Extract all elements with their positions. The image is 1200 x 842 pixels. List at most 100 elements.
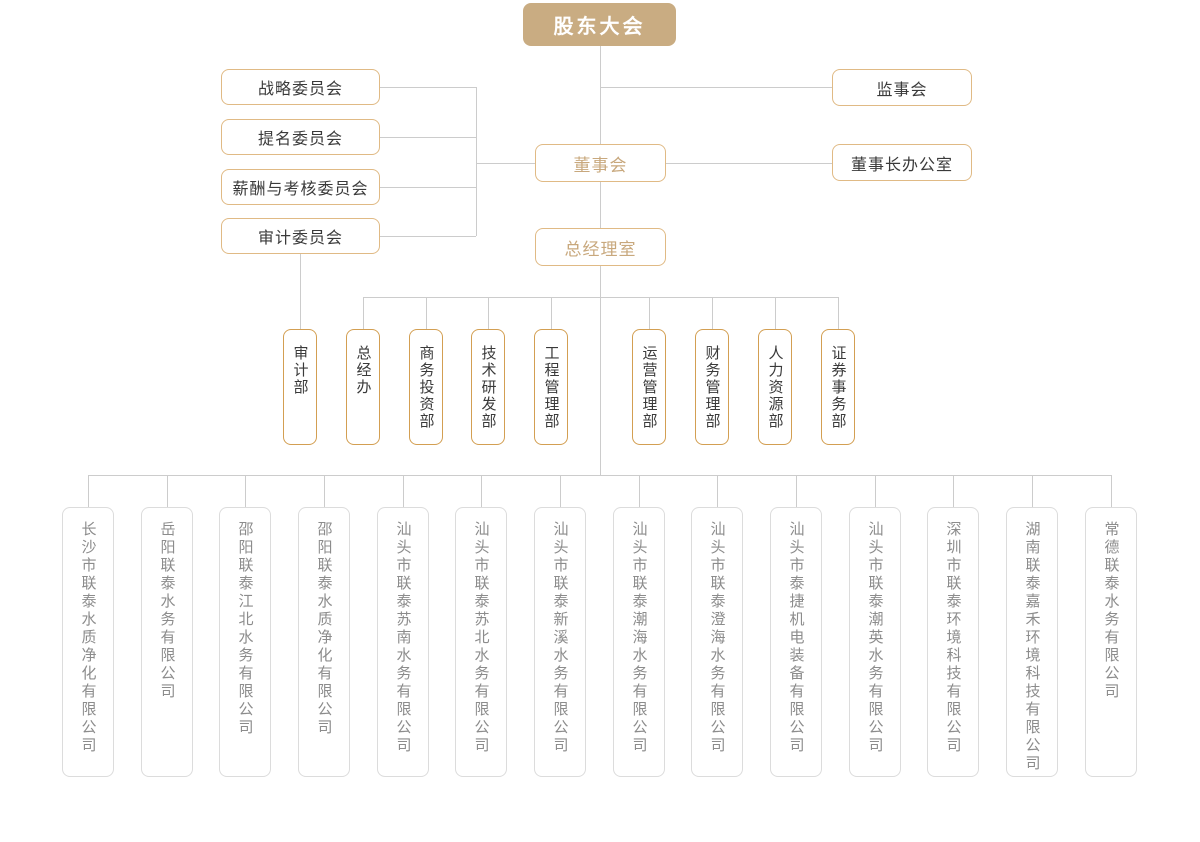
org-node-subsidiary: 汕头市联泰潮海水务有限公司 bbox=[613, 507, 665, 777]
org-node-subsidiary: 湖南联泰嘉禾环境科技有限公司 bbox=[1006, 507, 1058, 777]
org-node-subsidiary: 汕头市联泰苏南水务有限公司 bbox=[377, 507, 429, 777]
node-label: 邵阳联泰江北水务有限公司 bbox=[236, 521, 254, 737]
connector bbox=[600, 182, 601, 228]
node-label: 技术研发部 bbox=[479, 345, 497, 430]
org-node-audit-committee: 审计委员会 bbox=[221, 218, 380, 254]
node-label: 董事会 bbox=[573, 155, 628, 175]
org-node-subsidiary: 邵阳联泰江北水务有限公司 bbox=[219, 507, 271, 777]
connector bbox=[1111, 475, 1112, 507]
node-label: 总经办 bbox=[354, 345, 372, 396]
connector bbox=[666, 163, 832, 164]
connector bbox=[426, 297, 427, 329]
node-label: 薪酬与考核委员会 bbox=[232, 181, 369, 198]
org-node-supervisory-board: 监事会 bbox=[832, 69, 972, 106]
connector bbox=[796, 475, 797, 507]
connector bbox=[481, 475, 482, 507]
org-node-subsidiary: 汕头市泰捷机电装备有限公司 bbox=[770, 507, 822, 777]
connector bbox=[245, 475, 246, 507]
node-label: 董事长办公室 bbox=[850, 156, 953, 174]
node-label: 汕头市联泰新溪水务有限公司 bbox=[551, 521, 569, 755]
org-node-operations-mgmt-dept: 运营管理部 bbox=[632, 329, 666, 445]
connector bbox=[1032, 475, 1033, 507]
node-label: 深圳市联泰环境科技有限公司 bbox=[944, 521, 962, 755]
node-label: 汕头市联泰苏南水务有限公司 bbox=[394, 521, 412, 755]
node-label: 工程管理部 bbox=[542, 345, 560, 430]
node-label: 岳阳联泰水务有限公司 bbox=[158, 521, 176, 701]
connector bbox=[380, 87, 476, 88]
connector bbox=[167, 475, 168, 507]
connector bbox=[551, 297, 552, 329]
org-node-gm-admin-office: 总经办 bbox=[346, 329, 380, 445]
connector bbox=[838, 297, 839, 329]
node-label: 财务管理部 bbox=[703, 345, 721, 430]
connector bbox=[88, 475, 89, 507]
org-node-subsidiary: 汕头市联泰新溪水务有限公司 bbox=[534, 507, 586, 777]
node-label: 常德联泰水务有限公司 bbox=[1102, 521, 1120, 701]
org-node-subsidiary: 汕头市联泰潮英水务有限公司 bbox=[849, 507, 901, 777]
org-node-subsidiary: 汕头市联泰澄海水务有限公司 bbox=[691, 507, 743, 777]
node-label: 人力资源部 bbox=[766, 345, 784, 430]
org-node-chairman-office: 董事长办公室 bbox=[832, 144, 972, 181]
connector bbox=[363, 297, 364, 329]
org-node-audit-dept: 审计部 bbox=[283, 329, 317, 445]
connector bbox=[363, 297, 838, 298]
org-node-subsidiary: 岳阳联泰水务有限公司 bbox=[141, 507, 193, 777]
org-node-tech-rd-dept: 技术研发部 bbox=[471, 329, 505, 445]
connector bbox=[600, 87, 832, 88]
org-node-finance-mgmt-dept: 财务管理部 bbox=[695, 329, 729, 445]
node-label: 总经理室 bbox=[564, 239, 637, 259]
node-label: 长沙市联泰水质净化有限公司 bbox=[79, 521, 97, 755]
org-node-subsidiary: 邵阳联泰水质净化有限公司 bbox=[298, 507, 350, 777]
node-label: 监事会 bbox=[876, 81, 928, 99]
node-label: 湖南联泰嘉禾环境科技有限公司 bbox=[1023, 521, 1041, 773]
node-label: 汕头市联泰苏北水务有限公司 bbox=[472, 521, 490, 755]
org-node-securities-affairs-dept: 证券事务部 bbox=[821, 329, 855, 445]
connector bbox=[639, 475, 640, 507]
node-label: 汕头市联泰潮英水务有限公司 bbox=[866, 521, 884, 755]
connector bbox=[649, 297, 650, 329]
connector bbox=[875, 475, 876, 507]
connector bbox=[712, 297, 713, 329]
node-label: 股东大会 bbox=[553, 16, 646, 38]
node-label: 审计委员会 bbox=[257, 230, 343, 247]
org-node-subsidiary: 深圳市联泰环境科技有限公司 bbox=[927, 507, 979, 777]
org-node-shareholders-meeting: 股东大会 bbox=[523, 3, 676, 46]
node-label: 邵阳联泰水质净化有限公司 bbox=[315, 521, 333, 737]
org-node-compensation-committee: 薪酬与考核委员会 bbox=[221, 169, 380, 205]
connector bbox=[380, 137, 476, 138]
node-label: 提名委员会 bbox=[257, 131, 343, 148]
connector bbox=[560, 475, 561, 507]
node-label: 战略委员会 bbox=[257, 81, 343, 98]
connector bbox=[88, 475, 1111, 476]
node-label: 汕头市联泰澄海水务有限公司 bbox=[708, 521, 726, 755]
org-node-hr-dept: 人力资源部 bbox=[758, 329, 792, 445]
org-node-subsidiary: 常德联泰水务有限公司 bbox=[1085, 507, 1137, 777]
org-node-business-investment-dept: 商务投资部 bbox=[409, 329, 443, 445]
node-label: 汕头市联泰潮海水务有限公司 bbox=[630, 521, 648, 755]
node-label: 审计部 bbox=[291, 345, 309, 396]
connector bbox=[476, 163, 535, 164]
connector bbox=[600, 46, 601, 144]
org-node-nomination-committee: 提名委员会 bbox=[221, 119, 380, 155]
connector bbox=[953, 475, 954, 507]
connector bbox=[380, 187, 476, 188]
connector bbox=[324, 475, 325, 507]
node-label: 证券事务部 bbox=[829, 345, 847, 430]
org-node-strategy-committee: 战略委员会 bbox=[221, 69, 380, 105]
connector bbox=[403, 475, 404, 507]
org-node-engineering-mgmt-dept: 工程管理部 bbox=[534, 329, 568, 445]
org-node-gm-office: 总经理室 bbox=[535, 228, 666, 266]
org-node-board-of-directors: 董事会 bbox=[535, 144, 666, 182]
connector bbox=[600, 266, 601, 475]
connector bbox=[476, 87, 477, 236]
connector bbox=[300, 254, 301, 329]
connector bbox=[717, 475, 718, 507]
connector bbox=[380, 236, 476, 237]
node-label: 运营管理部 bbox=[640, 345, 658, 430]
node-label: 商务投资部 bbox=[417, 345, 435, 430]
org-node-subsidiary: 长沙市联泰水质净化有限公司 bbox=[62, 507, 114, 777]
org-node-subsidiary: 汕头市联泰苏北水务有限公司 bbox=[455, 507, 507, 777]
connector bbox=[488, 297, 489, 329]
connector bbox=[775, 297, 776, 329]
